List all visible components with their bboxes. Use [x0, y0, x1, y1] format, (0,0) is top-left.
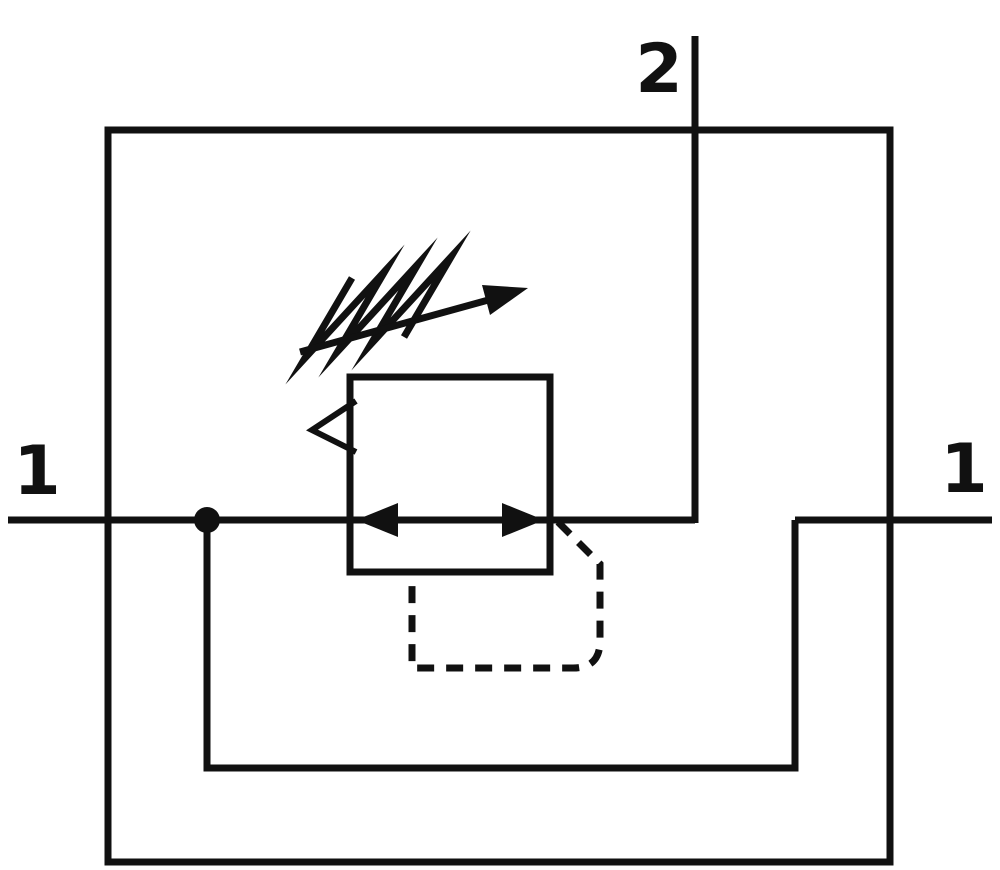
port-1-right-label: 1	[940, 430, 987, 509]
adjustment-arrowhead-icon	[482, 285, 528, 315]
enclosure-box	[104, 126, 894, 866]
flow-arrowhead-right-icon	[502, 503, 544, 537]
feedback-line	[203, 520, 799, 772]
port-1-left-label: 1	[13, 432, 60, 511]
port-2-label: 2	[635, 30, 682, 109]
stroke-layer	[8, 36, 992, 866]
flow-arrowhead-left-icon	[356, 503, 398, 537]
vent-chevron	[306, 398, 358, 455]
junction-dot	[194, 507, 220, 533]
fill-layer: 2 1 1	[13, 30, 988, 537]
adjustment-arrow-shaft	[299, 295, 493, 356]
valve-body	[346, 373, 554, 576]
pilot-line	[408, 519, 604, 672]
